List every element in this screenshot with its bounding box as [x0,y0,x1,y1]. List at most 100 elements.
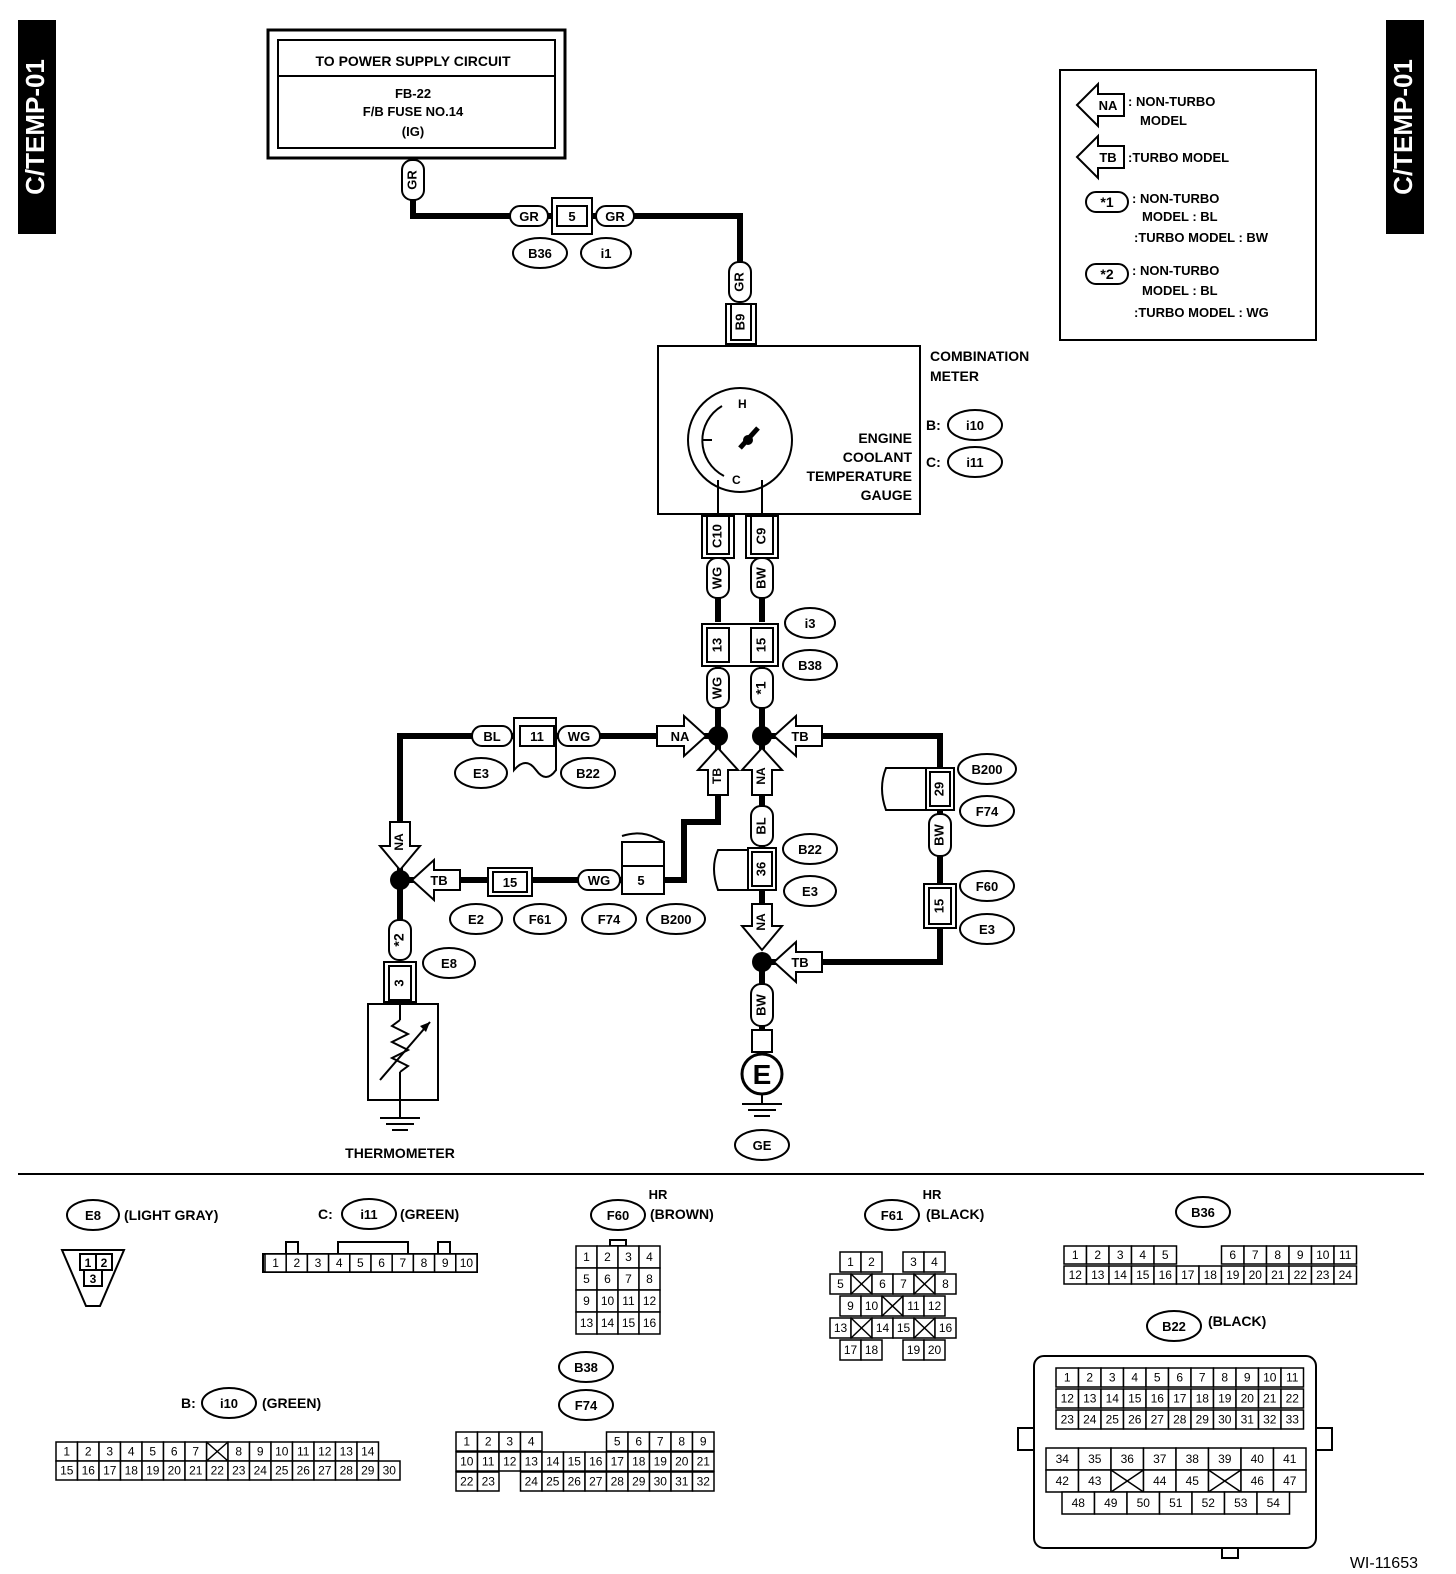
pin-label: 10 [865,1299,879,1313]
svg-text:*1: *1 [753,681,769,694]
pin-cell [860,1251,883,1273]
svg-text:B200: B200 [971,762,1002,777]
svg-text:NA: NA [1099,98,1118,113]
svg-text:BW: BW [931,823,946,845]
pin-label: 8 [942,1277,949,1291]
svg-text:*1: *1 [1100,194,1113,210]
pin-label: 24 [1083,1413,1097,1427]
svg-text:3: 3 [391,979,406,986]
thermometer: 3 E8 THERMOMETER [345,947,476,1161]
svg-text::TURBO MODEL : WG: :TURBO MODEL : WG [1134,305,1269,320]
pin-label: 17 [611,1455,625,1469]
svg-text:13: 13 [709,638,724,652]
pin-label: 6 [378,1256,385,1270]
pin-label: 18 [1204,1268,1218,1282]
pin-cell [923,1251,946,1273]
svg-text:E3: E3 [802,884,818,899]
pin-label: 16 [82,1464,96,1478]
svg-text:GR: GR [404,170,419,190]
wire-label-wg-lower: WG [706,667,730,709]
svg-text:: NON-TURBO: : NON-TURBO [1128,94,1215,109]
pin-label: 43 [1088,1474,1102,1488]
pin-label: 8 [1274,1248,1281,1262]
svg-text:C/TEMP-01: C/TEMP-01 [20,59,50,195]
svg-text:i3: i3 [805,616,816,631]
connector-b200-f74-right: 29 B200 F74 BW [881,753,1017,857]
pin-label: 5 [1154,1371,1161,1385]
resistor-icon [389,1019,411,1073]
pin-label: 2 [604,1250,611,1264]
pin-label: 16 [1151,1392,1165,1406]
pin-cell [1256,1491,1291,1515]
svg-text:i10: i10 [966,418,984,433]
pin-label: 10 [1316,1248,1330,1262]
na-arrow-icon: NA [1075,81,1125,129]
pin-label: 44 [1153,1474,1167,1488]
connector-f60-e3-right: 15 F60 E3 [923,870,1015,945]
pin-label: 23 [232,1464,246,1478]
temperature-gauge-icon: H C [687,387,793,493]
pin-label: 8 [678,1435,685,1449]
pin-label: 28 [1173,1413,1187,1427]
pin-label: 12 [928,1299,942,1313]
na-arrow-icon: NA [739,903,785,952]
pin-label: 19 [654,1455,668,1469]
pin-label: 12 [1069,1268,1083,1282]
svg-text:GR: GR [519,209,539,224]
svg-text:15: 15 [503,875,517,890]
pin-label: 35 [1088,1452,1102,1466]
pin-label: 19 [907,1343,921,1357]
junction-dot [752,726,772,746]
pin-label: 31 [1241,1413,1255,1427]
svg-text:: NON-TURBO: : NON-TURBO [1132,191,1219,206]
svg-text:BW: BW [753,566,768,588]
pin-label: 20 [1241,1392,1255,1406]
power-box-title: TO POWER SUPPLY CIRCUIT [316,53,511,69]
pin-label: 12 [1061,1392,1075,1406]
pin-label: 16 [643,1316,657,1330]
pin-label: 9 [1244,1371,1251,1385]
svg-text:i11: i11 [360,1207,377,1222]
pin-label: 18 [1196,1392,1210,1406]
tb-arrow-icon: TB [410,857,461,903]
pin-label: 13 [834,1321,848,1335]
pin-label: 17 [1181,1268,1195,1282]
pin-cell [455,1253,478,1273]
svg-text:3: 3 [90,1272,97,1286]
pin-label: 9 [442,1256,449,1270]
svg-text:TEMPERATURE: TEMPERATURE [806,468,912,484]
svg-text::TURBO MODEL: :TURBO MODEL [1128,150,1229,165]
pin-cell [377,1460,401,1481]
connector-e2-f61-f74-b200: 15 WG 5 E2 F61 F74 B200 [449,832,706,935]
pin-label: 22 [1294,1268,1308,1282]
pin-label: 14 [876,1321,890,1335]
pin-label: 21 [1271,1268,1285,1282]
pin-label: 47 [1283,1474,1297,1488]
wire-label-wg-upper: WG [706,557,730,599]
svg-text:B:: B: [926,417,941,433]
pin-label: 21 [1263,1392,1277,1406]
pin-label: 27 [318,1464,332,1478]
pin-label: 23 [1061,1413,1075,1427]
pin-label: 14 [361,1445,375,1459]
pin-label: 11 [482,1455,495,1469]
wire-label-star1: *1 [750,667,774,709]
pin-label: 32 [697,1475,711,1489]
pin-label: 4 [528,1435,535,1449]
pin-label: 26 [297,1464,311,1478]
svg-text:11: 11 [530,729,544,744]
pin-cell [691,1431,715,1452]
pin-label: 33 [1286,1413,1300,1427]
pin-cell [1333,1265,1358,1285]
svg-text:i11: i11 [966,455,983,470]
pin-label: 3 [506,1435,513,1449]
pin-label: 29 [361,1464,375,1478]
svg-text:5: 5 [568,209,575,224]
unused-pin-cross [1110,1469,1144,1493]
pin-label: 31 [675,1475,689,1489]
pin-label: 46 [1251,1474,1265,1488]
svg-text:F61: F61 [881,1208,903,1223]
pin-label: 41 [1283,1452,1297,1466]
